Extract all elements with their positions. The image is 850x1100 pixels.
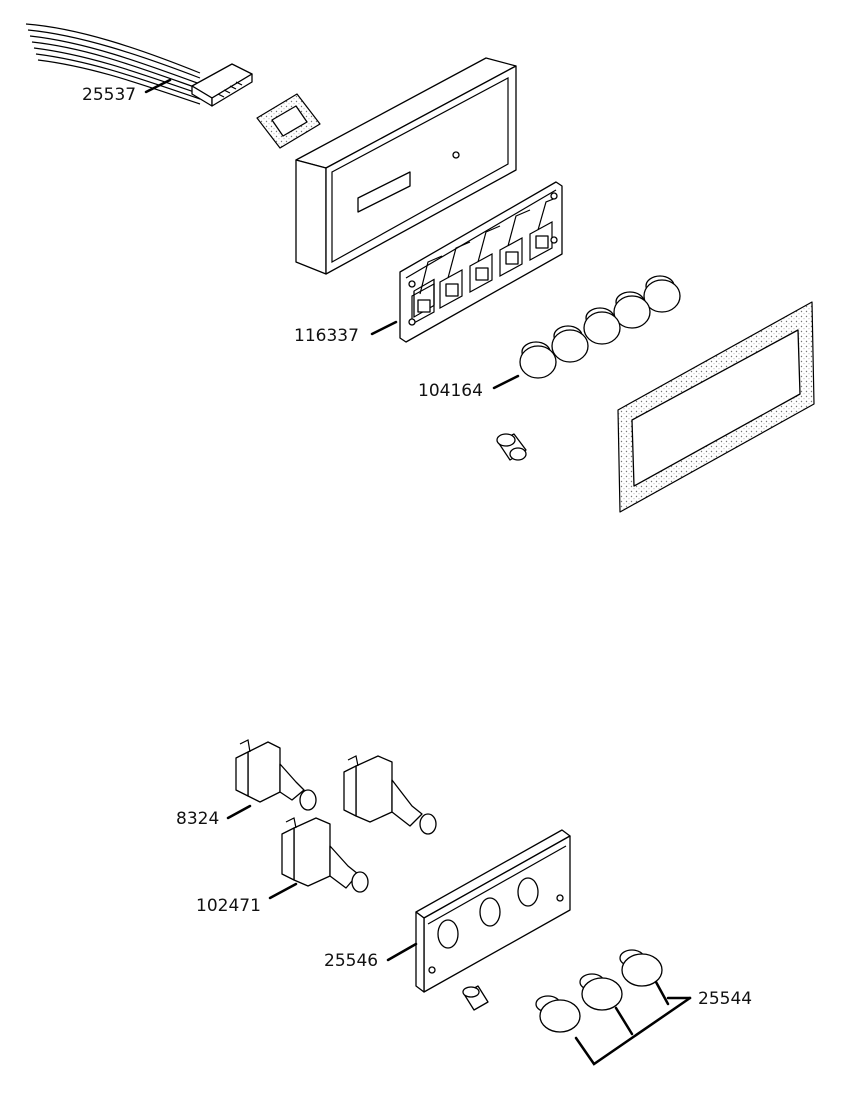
rotary-switch-right: [343, 755, 437, 835]
rotary-switch-lower: [281, 817, 369, 893]
callout-25546: 25546: [324, 951, 378, 971]
spacer-upper: [496, 433, 527, 461]
callout-104164: 104164: [418, 381, 483, 401]
callout-25544: 25544: [698, 989, 752, 1009]
knobs: [535, 949, 663, 1033]
callout-25537: 25537: [82, 85, 136, 105]
mounting-bracket: [415, 829, 571, 993]
small-gasket: [256, 93, 321, 149]
callout-116337: 116337: [294, 326, 359, 346]
front-gasket: [617, 301, 815, 513]
wire-harness: [25, 23, 253, 107]
spacer-lower: [462, 985, 489, 1011]
leader-lines: [144, 78, 692, 1066]
push-buttons: [519, 275, 681, 379]
switch-board: [399, 181, 563, 343]
control-housing: [295, 57, 517, 275]
callout-8324: 8324: [176, 809, 219, 829]
rotary-switch-left: [235, 739, 317, 811]
callout-102471: 102471: [196, 896, 261, 916]
